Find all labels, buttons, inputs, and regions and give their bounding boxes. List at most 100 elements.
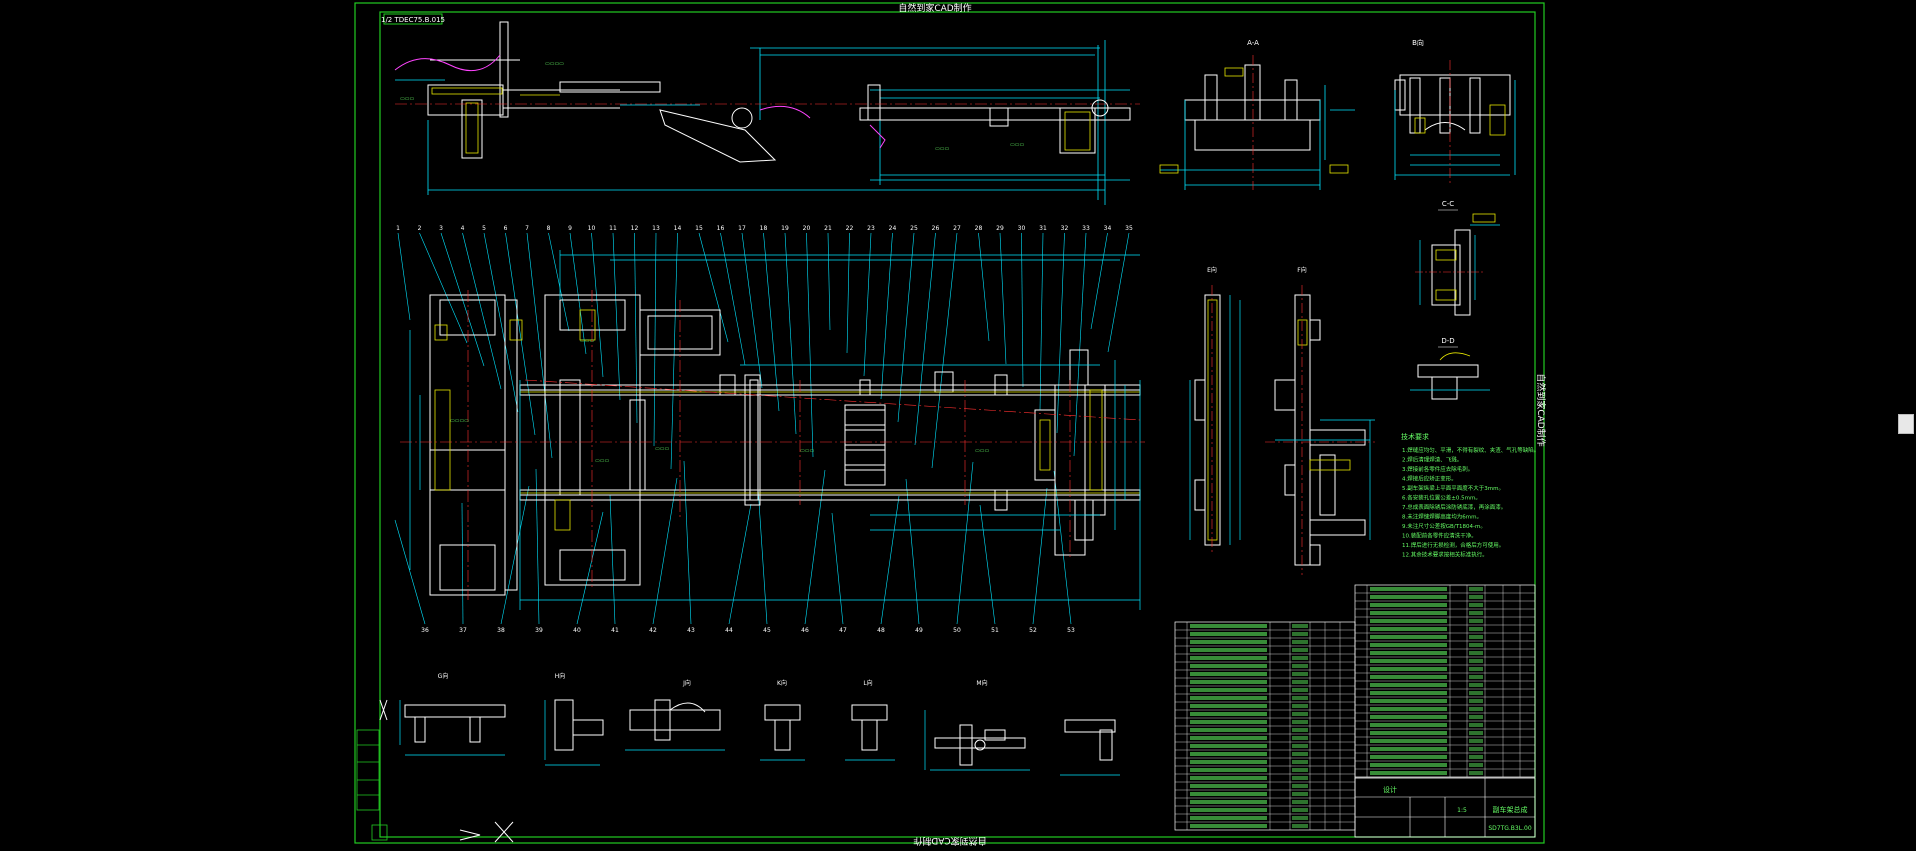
table-cell-text [1292, 672, 1308, 676]
svg-text:J向: J向 [682, 679, 691, 687]
table-cell-text [1370, 643, 1447, 647]
table-cell-text [1370, 659, 1447, 663]
table-cell-text [1370, 739, 1447, 743]
table-cell-text [1190, 744, 1267, 748]
leader-line [863, 232, 872, 377]
table-cell-text [1469, 747, 1483, 751]
leader-line [670, 232, 678, 470]
table-cell-text [1370, 635, 1447, 639]
table-cell-text [1190, 648, 1267, 652]
vertical-scrollbar[interactable] [1894, 0, 1916, 847]
balloon-label: 36 [421, 627, 429, 634]
table-cell-text [1190, 696, 1267, 700]
svg-text:A-A: A-A [1247, 39, 1259, 47]
leader-line [1107, 232, 1130, 353]
table-cell-text [1469, 635, 1483, 639]
balloon-label: 28 [975, 225, 983, 232]
svg-text:副车架总成: 副车架总成 [1493, 805, 1528, 814]
leader-line [827, 232, 831, 331]
table-cell-text [1370, 611, 1447, 615]
svg-text:▭▭▭: ▭▭▭ [1010, 142, 1024, 148]
table-cell-text [1469, 611, 1483, 615]
tech-requirement-line: 1.焊缝应均匀、平滑，不得有裂纹、夹渣、气孔等缺陷。 [1402, 446, 1539, 454]
balloon-label: 47 [839, 627, 847, 634]
balloon-label: 17 [738, 225, 746, 232]
leader-line [462, 232, 502, 390]
table-cell-text [1370, 675, 1447, 679]
leader-line [461, 502, 464, 625]
tech-requirement-line: 11.焊后进行无损检测，合格后方可使用。 [1402, 541, 1504, 549]
leader-line [720, 232, 746, 366]
leader-line [804, 469, 826, 625]
table-cell-text [1469, 699, 1483, 703]
svg-text:▭▭▭: ▭▭▭ [580, 338, 594, 344]
svg-text:▭▭▭▭: ▭▭▭▭ [545, 61, 564, 67]
leader-line [698, 232, 729, 343]
leader-line [1032, 487, 1048, 625]
table-cell-text [1190, 720, 1267, 724]
leader-line [784, 232, 797, 435]
leader-line [905, 478, 920, 625]
table-cell-text [1292, 760, 1308, 764]
balloon-label: 31 [1039, 225, 1047, 232]
table-cell-text [1190, 728, 1267, 732]
table-cell-text [1190, 800, 1267, 804]
bottom-caption: 自然到家CAD制作 [913, 835, 986, 847]
scroll-thumb[interactable] [1898, 414, 1914, 434]
technical-requirements: 技术要求 1.焊缝应均匀、平滑，不得有裂纹、夹渣、气孔等缺陷。2.焊后清理焊渣、… [1401, 432, 1539, 559]
leader-line [956, 461, 974, 625]
table-cell-text [1190, 784, 1267, 788]
table-cell-text [1370, 603, 1447, 607]
table-cell-text [1292, 696, 1308, 700]
balloon-label: 37 [459, 627, 467, 634]
section-a-a-view: A-A [1159, 39, 1355, 190]
revision-boxes [356, 729, 388, 841]
table-cell-text [1292, 816, 1308, 820]
table-cell-text [1190, 680, 1267, 684]
balloon-label: 35 [1125, 225, 1133, 232]
leader-line [846, 232, 850, 354]
tech-requirement-line: 5.副车架纵梁上平面平面度不大于3mm。 [1402, 484, 1504, 492]
tech-requirement-line: 3.焊接前各零件应去除毛刺。 [1402, 465, 1473, 473]
top-elevation-view: ▭▭▭▭▭▭▭▭▭▭▭▭▭ [394, 21, 1140, 205]
table-cell-text [1469, 707, 1483, 711]
balloon-label: 24 [889, 225, 897, 232]
table-cell-text [1370, 715, 1447, 719]
table-cell-text [1190, 632, 1267, 636]
svg-text:H向: H向 [555, 672, 566, 680]
table-cell-text [1292, 776, 1308, 780]
table-cell-text [1190, 688, 1267, 692]
leader-line [653, 232, 657, 447]
table-cell-text [1469, 595, 1483, 599]
leader-line [1090, 232, 1108, 330]
tech-requirement-line: 7.总成表面除锈后涂防锈底漆，再涂面漆。 [1402, 503, 1506, 511]
balloon-label: 46 [801, 627, 809, 634]
table-cell-text [1469, 603, 1483, 607]
svg-text:1:5: 1:5 [1457, 807, 1467, 814]
leader-line [609, 494, 616, 625]
table-cell-text [1292, 800, 1308, 804]
leader-line [569, 232, 587, 355]
table-cell-text [1469, 619, 1483, 623]
balloon-label: 26 [932, 225, 940, 232]
right-caption: 自然到家CAD制作 [1535, 373, 1547, 446]
leader-line [914, 232, 936, 446]
balloon-label: 23 [867, 225, 875, 232]
balloon-label: 40 [573, 627, 581, 634]
view-b: B向 [1394, 38, 1516, 185]
table-cell-text [1190, 736, 1267, 740]
table-cell-text [1469, 651, 1483, 655]
table-cell-text [1190, 656, 1267, 660]
balloon-label: 53 [1067, 627, 1075, 634]
tech-requirement-line: 12.其余技术要求按相关标准执行。 [1402, 551, 1488, 559]
svg-text:▭▭▭: ▭▭▭ [400, 96, 414, 102]
table-cell-text [1370, 731, 1447, 735]
table-cell-text [1370, 747, 1447, 751]
balloon-label: 18 [760, 225, 768, 232]
leader-line [535, 468, 540, 625]
tech-requirement-line: 2.焊后清理焊渣、飞溅。 [1402, 456, 1462, 464]
inner-frame [379, 11, 1536, 838]
table-cell-text [1469, 683, 1483, 687]
svg-text:E向: E向 [1207, 266, 1217, 274]
